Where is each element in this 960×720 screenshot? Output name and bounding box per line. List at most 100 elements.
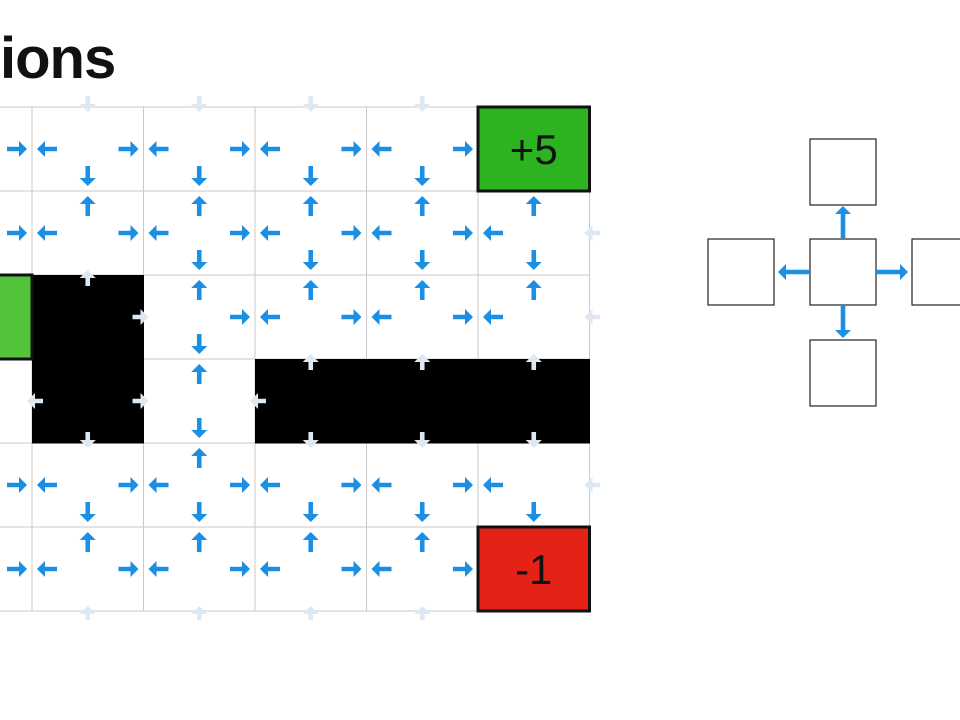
faint-arrow-icon	[414, 606, 431, 620]
arrow-icon	[191, 418, 208, 438]
arrow-icon	[148, 477, 169, 493]
arrow-icon	[525, 280, 542, 300]
arrow-icon	[191, 364, 208, 384]
arrow-left-icon	[778, 264, 810, 280]
arrow-icon	[260, 141, 280, 157]
arrow-icon	[148, 561, 169, 577]
action-box-center	[809, 238, 877, 306]
wall-cell	[255, 359, 367, 444]
arrow-icon	[230, 309, 250, 325]
faint-arrow-icon	[250, 393, 266, 409]
arrow-icon	[414, 196, 431, 216]
arrow-icon	[453, 225, 473, 241]
action-box-left	[707, 238, 775, 306]
arrow-icon	[118, 141, 139, 157]
arrow-down-icon	[835, 306, 851, 338]
arrow-icon	[414, 502, 431, 522]
faint-arrow-icon	[302, 96, 319, 112]
arrow-icon	[191, 448, 208, 468]
arrow-icon	[302, 502, 319, 522]
gridworld-policy-grid: +5 -1	[0, 96, 600, 620]
arrow-icon	[483, 477, 503, 493]
arrow-up-icon	[835, 206, 851, 238]
arrow-icon	[453, 141, 473, 157]
arrow-icon	[79, 532, 96, 552]
action-box-up	[809, 138, 877, 206]
arrow-right-icon	[876, 264, 908, 280]
wall-cell	[478, 359, 590, 444]
arrow-icon	[414, 532, 431, 552]
arrow-icon	[37, 561, 57, 577]
slide-title: ions	[0, 26, 116, 91]
faint-arrow-icon	[414, 432, 431, 448]
arrow-icon	[371, 141, 392, 157]
arrow-icon	[191, 250, 208, 270]
faint-arrow-icon	[302, 606, 319, 620]
faint-arrow-icon	[132, 393, 149, 409]
action-legend	[707, 138, 960, 407]
arrow-icon	[148, 225, 169, 241]
faint-arrow-icon	[414, 96, 431, 112]
wall-cell	[32, 359, 144, 444]
arrow-icon	[79, 196, 96, 216]
arrow-icon	[414, 250, 431, 270]
arrow-icon	[148, 141, 169, 157]
arrow-icon	[414, 280, 431, 300]
arrow-icon	[453, 309, 473, 325]
arrow-icon	[453, 561, 473, 577]
arrow-icon	[37, 141, 57, 157]
policy-arrows	[7, 96, 600, 620]
faint-arrow-icon	[525, 432, 542, 448]
arrow-icon	[371, 309, 392, 325]
faint-arrow-icon	[191, 606, 208, 620]
arrow-icon	[118, 477, 139, 493]
arrow-icon	[302, 280, 319, 300]
arrow-icon	[230, 225, 250, 241]
arrow-icon	[7, 561, 27, 577]
arrow-icon	[230, 477, 250, 493]
faint-arrow-icon	[79, 432, 96, 448]
arrow-icon	[341, 561, 362, 577]
faint-arrow-icon	[132, 309, 149, 325]
terminal-cell	[476, 105, 591, 193]
wall-cell	[366, 359, 479, 444]
wall-cell	[32, 275, 144, 360]
arrow-icon	[302, 250, 319, 270]
arrow-icon	[37, 225, 57, 241]
faint-arrow-icon	[302, 432, 319, 448]
arrow-icon	[191, 334, 208, 354]
arrow-icon	[191, 532, 208, 552]
terminal-reward-label: +5	[510, 126, 558, 173]
arrow-icon	[118, 225, 139, 241]
action-box-right	[911, 238, 960, 306]
arrow-icon	[37, 477, 57, 493]
arrow-icon	[525, 502, 542, 522]
faint-arrow-icon	[584, 477, 600, 493]
arrow-icon	[341, 141, 362, 157]
faint-arrow-icon	[584, 225, 600, 241]
arrow-icon	[7, 225, 27, 241]
arrow-icon	[341, 309, 362, 325]
arrow-icon	[191, 196, 208, 216]
arrow-icon	[302, 532, 319, 552]
arrow-icon	[525, 196, 542, 216]
arrow-icon	[341, 477, 362, 493]
arrow-icon	[525, 250, 542, 270]
terminal-reward-label: -1	[515, 546, 552, 593]
faint-arrow-icon	[79, 96, 96, 112]
faint-arrow-icon	[27, 393, 43, 409]
arrow-icon	[371, 561, 392, 577]
arrow-icon	[7, 141, 27, 157]
action-box-down	[809, 339, 877, 407]
arrow-icon	[371, 477, 392, 493]
faint-arrow-icon	[525, 354, 542, 370]
arrow-icon	[191, 502, 208, 522]
terminal-cell	[0, 273, 34, 361]
terminal-cell	[476, 525, 591, 613]
arrow-icon	[302, 196, 319, 216]
arrow-icon	[79, 502, 96, 522]
arrow-icon	[371, 225, 392, 241]
arrow-icon	[7, 477, 27, 493]
arrow-icon	[341, 225, 362, 241]
arrow-icon	[414, 166, 431, 186]
